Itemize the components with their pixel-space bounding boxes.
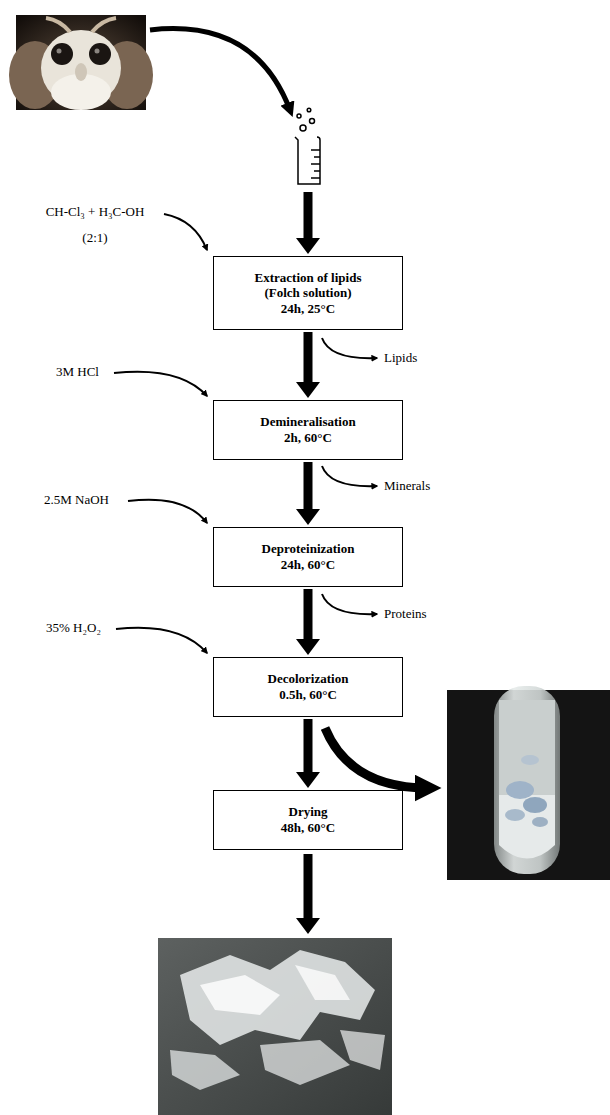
flow-arrow [296, 719, 320, 788]
test-tube-photo [447, 686, 610, 880]
step-conditions: 0.5h, 60°C [279, 687, 337, 703]
output-arrow [322, 594, 377, 614]
moth-photo [9, 15, 153, 110]
reagent-arrow [114, 372, 207, 396]
reagent-label: 3M HCl [56, 364, 99, 380]
process-box: Deproteinization24h, 60°C [213, 527, 403, 587]
flow-arrow [296, 589, 320, 655]
curved-arrow [150, 29, 290, 110]
beaker-icon [295, 108, 320, 184]
output-label: Proteins [384, 606, 427, 622]
flow-arrow [296, 462, 320, 525]
output-arrow [322, 338, 377, 358]
step-title: Extraction of lipids (Folch solution) [238, 270, 378, 301]
flow-arrow [296, 192, 320, 254]
flow-arrow [296, 854, 320, 934]
step-title: Deproteinization [262, 541, 355, 557]
reagent-arrow [164, 214, 207, 250]
reagent-label: 2.5M NaOH [44, 492, 109, 508]
reagent-label: CH-Cl₃ + H₃C-OH [46, 204, 145, 220]
step-conditions: 24h, 60°C [281, 557, 335, 573]
reagent-label: 35% H₂O₂ [46, 620, 101, 636]
output-label: Minerals [384, 478, 430, 494]
step-conditions: 2h, 60°C [284, 430, 332, 446]
step-title: Drying [289, 804, 328, 820]
step-conditions: 48h, 60°C [281, 820, 335, 836]
flow-arrow [296, 332, 320, 398]
reagent-arrow [116, 628, 207, 653]
reagent-arrow [128, 500, 207, 523]
step-title: Demineralisation [260, 414, 355, 430]
step-conditions: 24h, 25°C [281, 301, 335, 317]
process-box: Demineralisation2h, 60°C [213, 400, 403, 460]
step-title: Decolorization [268, 671, 349, 687]
curved-arrow [325, 728, 428, 788]
process-box: Drying48h, 60°C [213, 790, 403, 850]
process-box: Extraction of lipids (Folch solution)24h… [213, 256, 403, 330]
output-arrow [322, 466, 377, 486]
output-label: Lipids [384, 350, 417, 366]
process-box: Decolorization0.5h, 60°C [213, 657, 403, 717]
reagent-label: (2:1) [82, 230, 107, 246]
chitin-photo [158, 938, 392, 1115]
